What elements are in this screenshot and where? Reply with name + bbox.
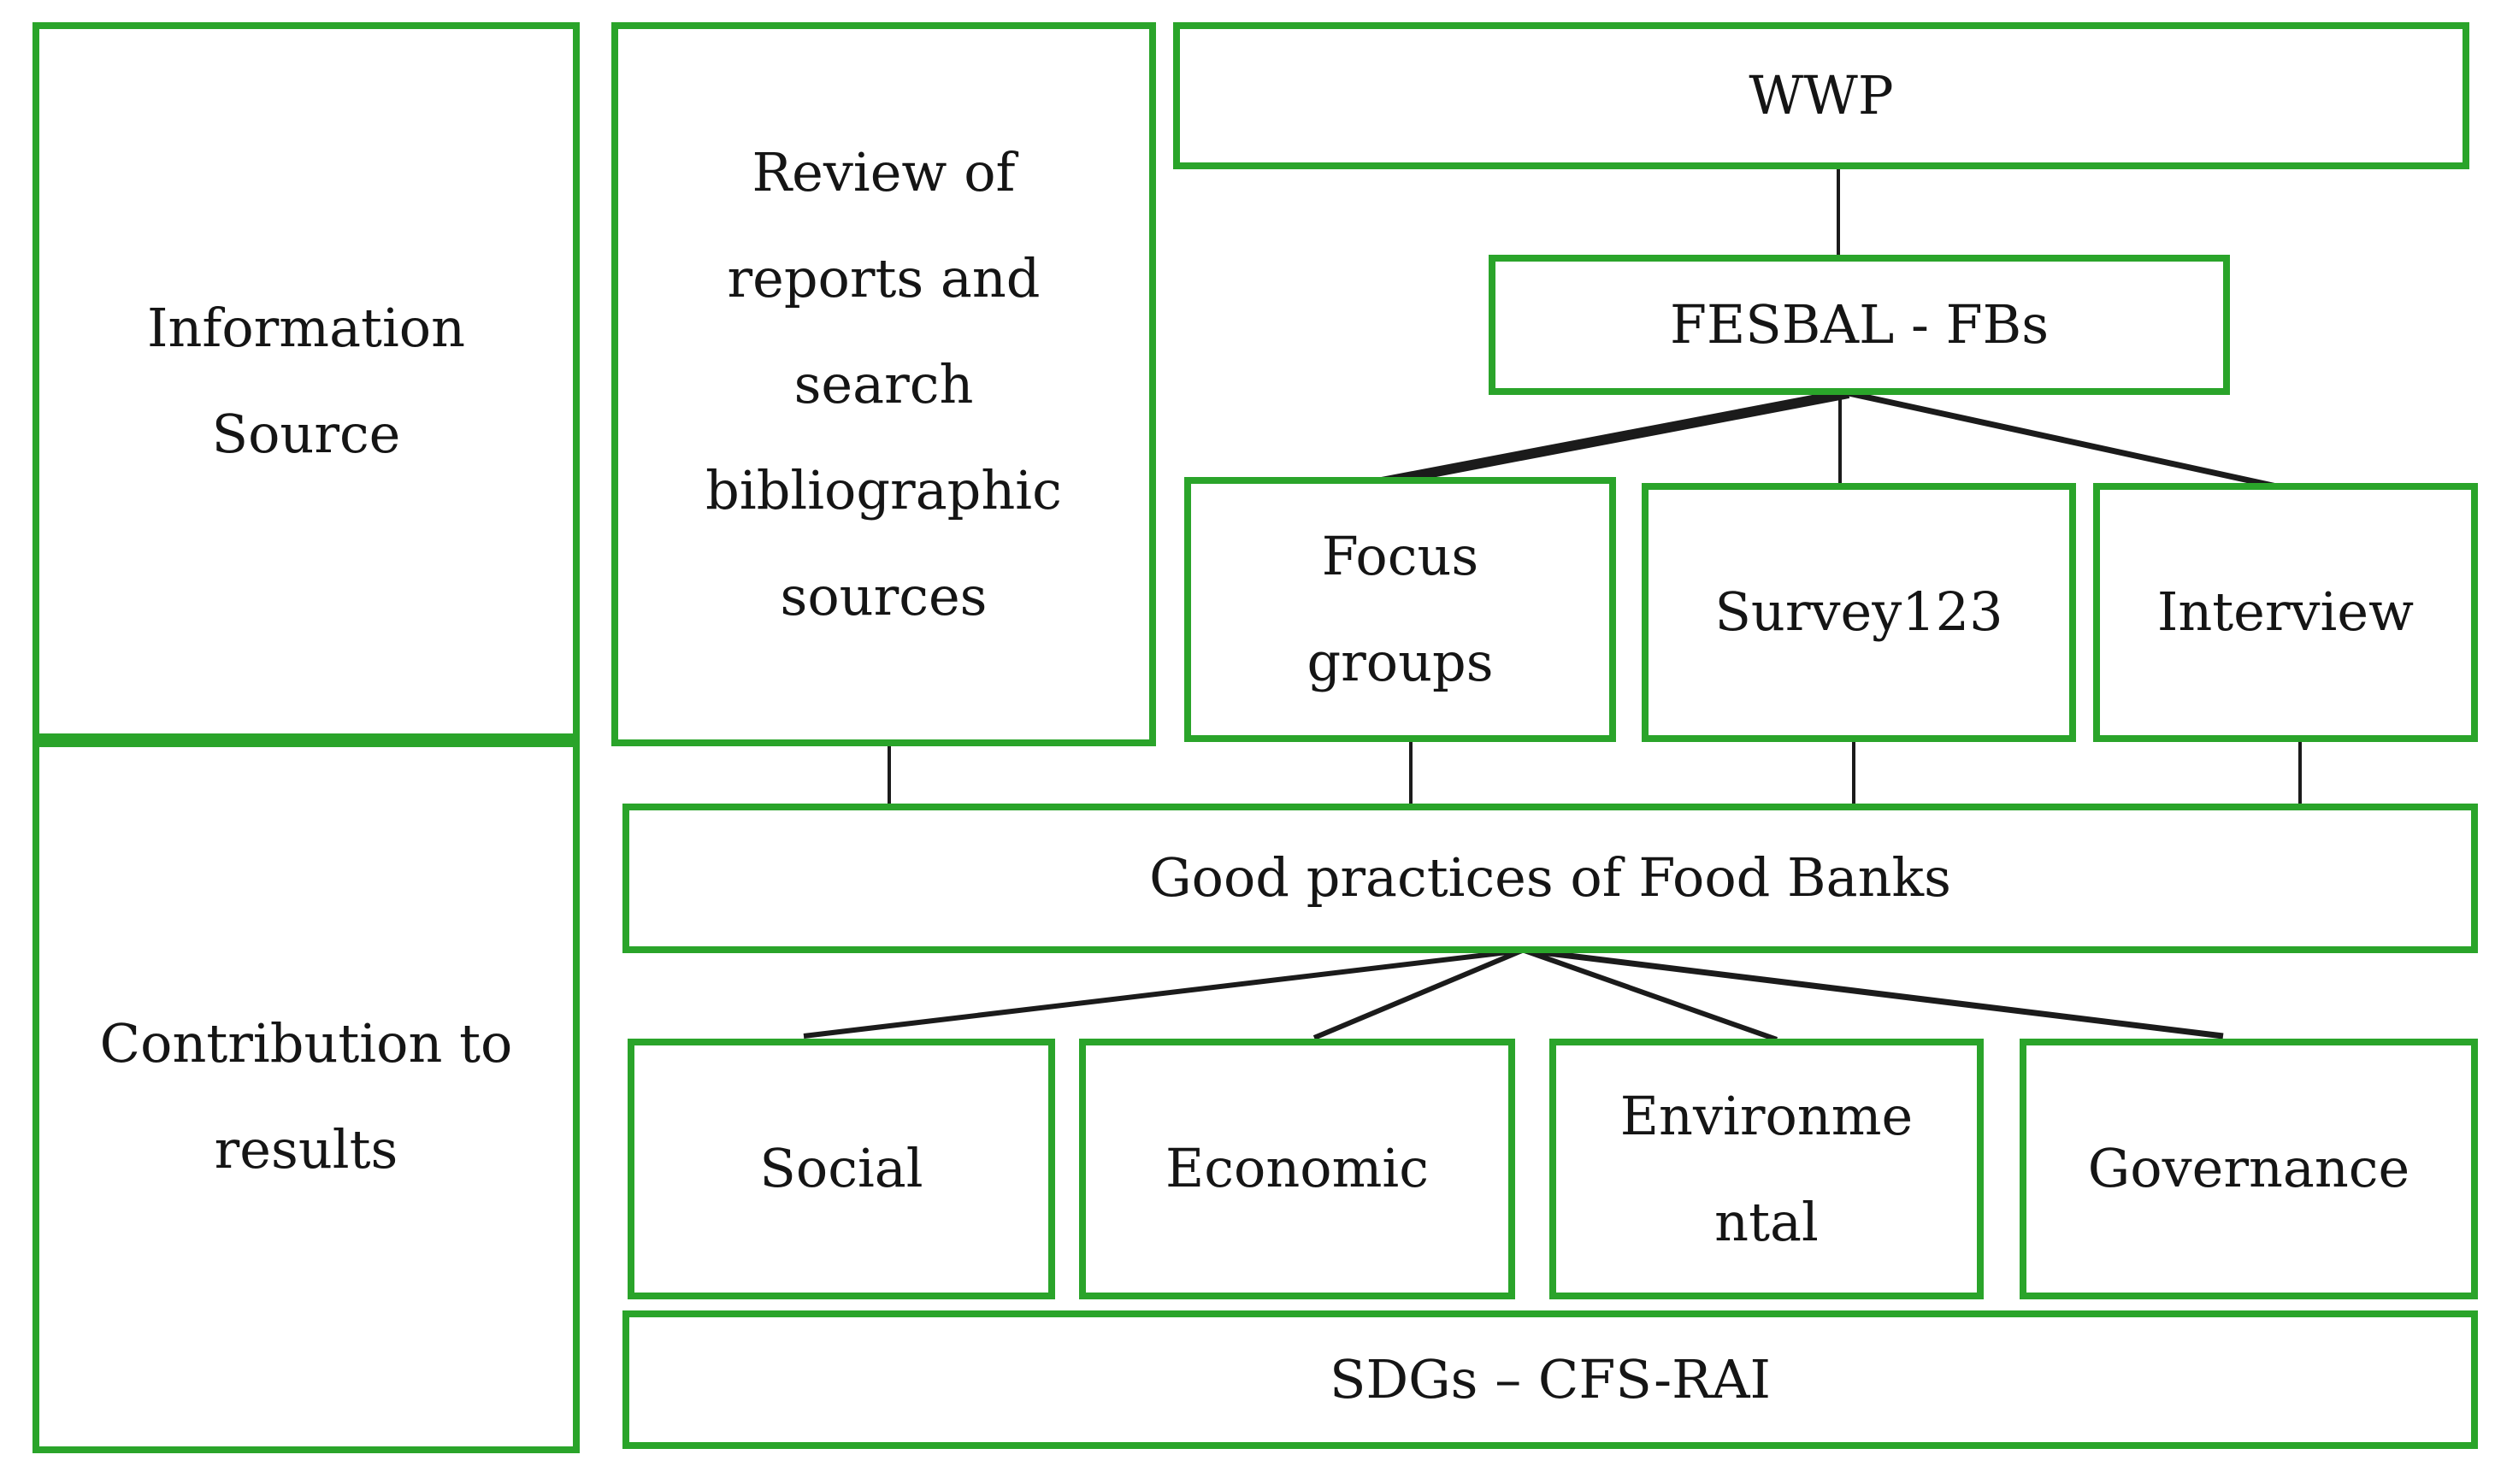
- node-social: Social: [628, 1039, 1055, 1299]
- node-focus-groups: Focus groups: [1184, 477, 1616, 742]
- edge-fesbal-interview: [1848, 390, 2301, 495]
- row-label-information-source: Information Source: [32, 22, 580, 740]
- edge-good-practices-governance: [1526, 947, 2224, 1039]
- node-interview: Interview: [2093, 483, 2478, 742]
- node-wwp: WWP: [1173, 22, 2469, 169]
- node-review-of-reports: Review of reports and search bibliograph…: [611, 22, 1156, 746]
- node-good-practices: Good practices of Food Banks: [622, 804, 2478, 953]
- node-fesbal-fbs: FESBAL - FBs: [1489, 255, 2230, 395]
- edge-good-practices-environmental: [1524, 948, 1778, 1042]
- edge-good-practices-social: [803, 948, 1523, 1039]
- node-sdgs-cfs-rai: SDGs – CFS-RAI: [622, 1310, 2478, 1449]
- row-label-contribution-to-results: Contribution to results: [32, 740, 580, 1453]
- node-environmental: Environme ntal: [1549, 1039, 1984, 1299]
- node-survey123: Survey123: [1642, 483, 2076, 742]
- edge-fesbal-focus-groups: [1362, 388, 1850, 491]
- node-economic: Economic: [1079, 1039, 1515, 1299]
- edge-good-practices-economic: [1312, 948, 1524, 1040]
- node-governance: Governance: [2020, 1039, 2478, 1299]
